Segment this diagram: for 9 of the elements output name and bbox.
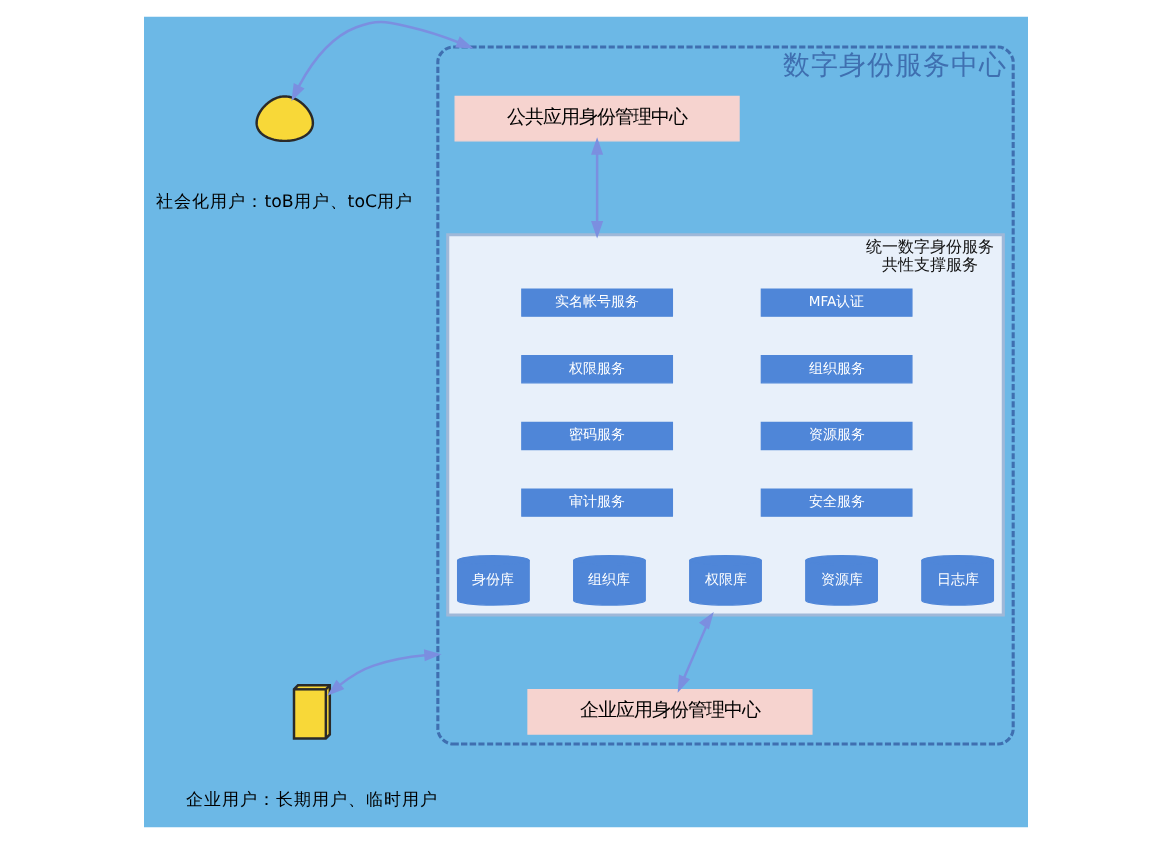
node-label: 企业用户：长期用户、临时用户: [184, 790, 437, 811]
node-box: 企业应用身份管理中心: [526, 689, 812, 735]
arrow: [290, 20, 473, 102]
node-label: 社会化用户：toB用户、toC用户: [155, 193, 413, 214]
arrow: [676, 611, 713, 693]
node-box: 公共应用身份管理中心: [453, 95, 739, 142]
arrow: [590, 137, 603, 239]
node-person: [254, 95, 314, 143]
arrow: [326, 649, 441, 696]
